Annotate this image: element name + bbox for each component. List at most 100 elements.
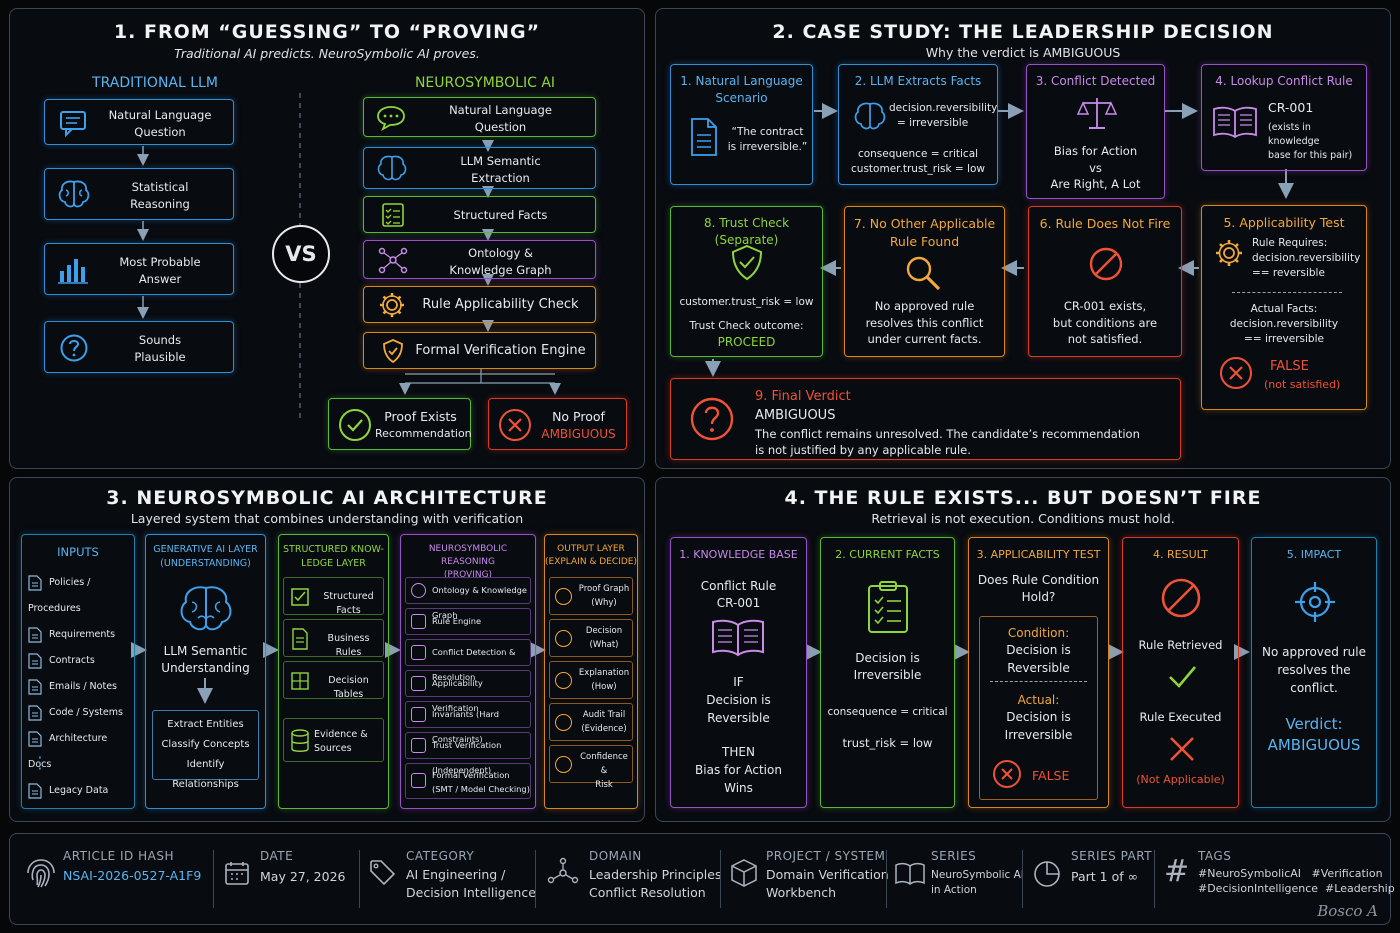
reasoning-item: Trust Verification (Independent) xyxy=(405,732,531,775)
reasoning-item: Rule Engine xyxy=(405,608,531,635)
lock-icon xyxy=(411,707,426,722)
footer-label: ARTICLE ID HASH xyxy=(63,849,174,863)
struct-label: Business Rules xyxy=(327,633,370,658)
checklist-icon xyxy=(382,203,404,227)
author-signature: Bosco A xyxy=(1317,902,1378,920)
output-item: Decision(What) xyxy=(549,619,633,657)
traditional-heading: TRADITIONAL LLM xyxy=(92,75,218,91)
requirements-doc-icon xyxy=(28,626,49,643)
ambiguous-label: AMBIGUOUS xyxy=(541,427,616,442)
footer-label: CATEGORY xyxy=(406,849,475,863)
reasoning-sublabel: (SMT / Model Checking) xyxy=(432,784,530,794)
input-label: Requirements xyxy=(49,629,116,640)
tags-value: #NeuroSymbolicAI #Verification xyxy=(1198,867,1383,880)
layer-heading: INPUTS xyxy=(57,545,99,559)
reasoning-label: Trust Verification (Independent) xyxy=(432,740,502,775)
step-label: Statistical xyxy=(131,180,189,194)
then-label: THEN xyxy=(722,745,755,759)
divider xyxy=(359,850,360,908)
reasoning-label: Formal Verification xyxy=(432,770,510,780)
vs-badge: VS xyxy=(272,225,330,283)
step-title: 7. No Other Applicable xyxy=(853,216,996,231)
ns-step-verification: Formal Verification Engine xyxy=(363,332,596,369)
step-label: Answer xyxy=(138,271,182,286)
output-sublabel: (Evidence) xyxy=(581,724,627,734)
condition-label: Condition: xyxy=(1007,626,1070,640)
question-text: Hold? xyxy=(1021,590,1056,605)
step-label: Extraction xyxy=(471,170,530,185)
brain-icon xyxy=(854,102,886,130)
vs-text: vs xyxy=(1089,160,1102,175)
trust-fact: customer.trust_risk = low xyxy=(679,296,814,308)
pie-icon xyxy=(1034,861,1060,887)
step-title: 1. Natural Language xyxy=(680,74,803,88)
dashed-divider xyxy=(1232,292,1342,293)
brain-icon xyxy=(58,180,90,208)
layer-heading: (EXPLAIN & DECIDE) xyxy=(545,557,637,568)
reasoning-item: Conflict Detection & Resolution xyxy=(405,639,531,682)
document-icon xyxy=(691,118,717,156)
case-step-4: 4. Lookup Conflict Rule CR-001(exists in… xyxy=(1201,64,1367,171)
gear-icon xyxy=(411,614,426,629)
false-label: FALSE xyxy=(1270,359,1309,374)
if-label: IF xyxy=(733,675,744,689)
panel-rule-exists: 4. THE RULE EXISTS... BUT DOESN’T FIRE R… xyxy=(655,477,1391,822)
req-label: Rule Requires: xyxy=(1252,237,1328,249)
input-item: Contracts xyxy=(28,648,132,674)
output-sublabel: Risk xyxy=(595,780,613,790)
step-title: Rule Found xyxy=(889,234,960,250)
question-icon xyxy=(60,334,88,362)
struct-item-facts: Structured Facts xyxy=(283,577,384,616)
book-icon xyxy=(1213,106,1257,139)
shield-check-icon xyxy=(731,244,763,281)
clipboard-icon xyxy=(868,581,908,633)
date-value: May 27, 2026 xyxy=(260,869,346,884)
table-icon xyxy=(291,672,309,690)
reasoning-item: Applicability Verification xyxy=(405,670,531,713)
step-text: under current facts. xyxy=(867,332,982,347)
verdict-text: The conflict remains unresolved. The can… xyxy=(755,426,1140,441)
case-step-6: 6. Rule Does Not Fire CR-001 exists,but … xyxy=(1028,206,1182,357)
rule-id: CR-001 xyxy=(1268,100,1314,115)
output-sublabel: (How) xyxy=(591,682,617,692)
ns-step-applicability: Rule Applicability Check xyxy=(363,286,596,323)
policies-doc-icon xyxy=(28,574,49,591)
series-part-value: Part 1 of ∞ xyxy=(1071,869,1139,884)
card-heading: 4. RESULT xyxy=(1153,548,1208,561)
shield-icon xyxy=(411,738,426,753)
layer-heading: (UNDERSTANDING) xyxy=(160,557,251,569)
reasoning-label: Conflict Detection & Resolution xyxy=(432,647,516,682)
step-label: Knowledge Graph xyxy=(449,262,552,277)
output-sublabel: (Why) xyxy=(591,598,617,608)
gen-subtasks: Extract Entities Classify Concepts Ident… xyxy=(152,710,259,790)
fact-text: trust_risk = low xyxy=(842,736,933,750)
panel-guessing-vs-proving: 1. FROM “GUESSING” TO “PROVING” Traditio… xyxy=(9,8,645,469)
actual-value: == irreversible xyxy=(1244,333,1324,346)
actual-text: Irreversible xyxy=(1004,727,1073,742)
architecture-doc-icon xyxy=(28,730,49,747)
step-title: Scenario xyxy=(715,91,768,106)
case-step-5: 5. Applicability Test Rule Requires:deci… xyxy=(1201,205,1367,410)
target-icon xyxy=(555,630,572,647)
project-value: Domain Verification xyxy=(766,867,889,882)
chat-icon xyxy=(377,106,405,132)
scales-icon xyxy=(1076,98,1118,129)
step-label: Structured Facts xyxy=(453,208,548,222)
rule-label: Conflict Rule xyxy=(700,579,777,593)
input-label: Legacy Data xyxy=(49,785,109,796)
layer-main: Understanding xyxy=(161,661,250,676)
gauge-icon xyxy=(555,756,572,773)
action-text: Wins xyxy=(724,781,753,795)
fact-text: decision.reversibility xyxy=(889,102,998,114)
output-item: Confidence &Risk xyxy=(549,745,633,790)
struct-label: Sources xyxy=(314,743,352,754)
trust-outcome: PROCEED xyxy=(717,335,776,350)
step-label: Question xyxy=(474,119,527,134)
check-circle-icon xyxy=(339,409,371,441)
